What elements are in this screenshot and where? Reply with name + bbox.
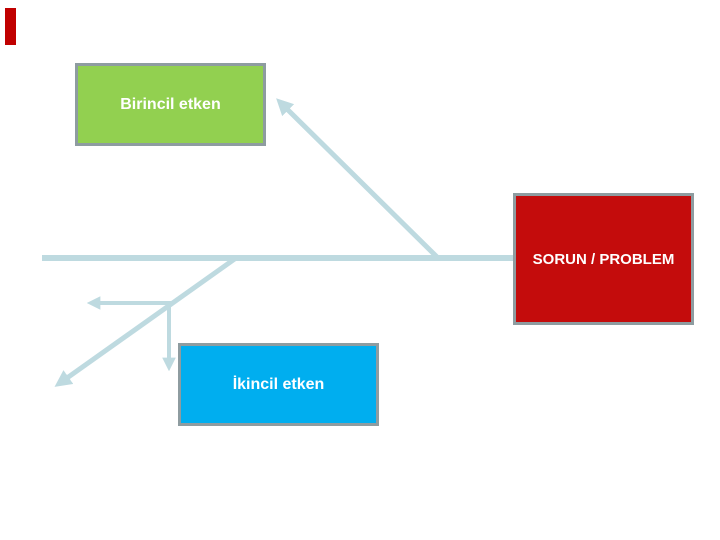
problem-label: SORUN / PROBLEM [532, 250, 675, 268]
primary-branch-arrow [276, 98, 439, 259]
secondary-factor-label: İkincil etken [232, 375, 325, 393]
problem-box: SORUN / PROBLEM [513, 193, 694, 325]
red-accent-bar [5, 8, 16, 45]
primary-factor-label: Birincil etken [120, 95, 221, 113]
secondary-branch-arrow [54, 255, 238, 387]
primary-factor-box: Birincil etken [75, 63, 266, 146]
secondary-factor-box: İkincil etken [178, 343, 379, 426]
